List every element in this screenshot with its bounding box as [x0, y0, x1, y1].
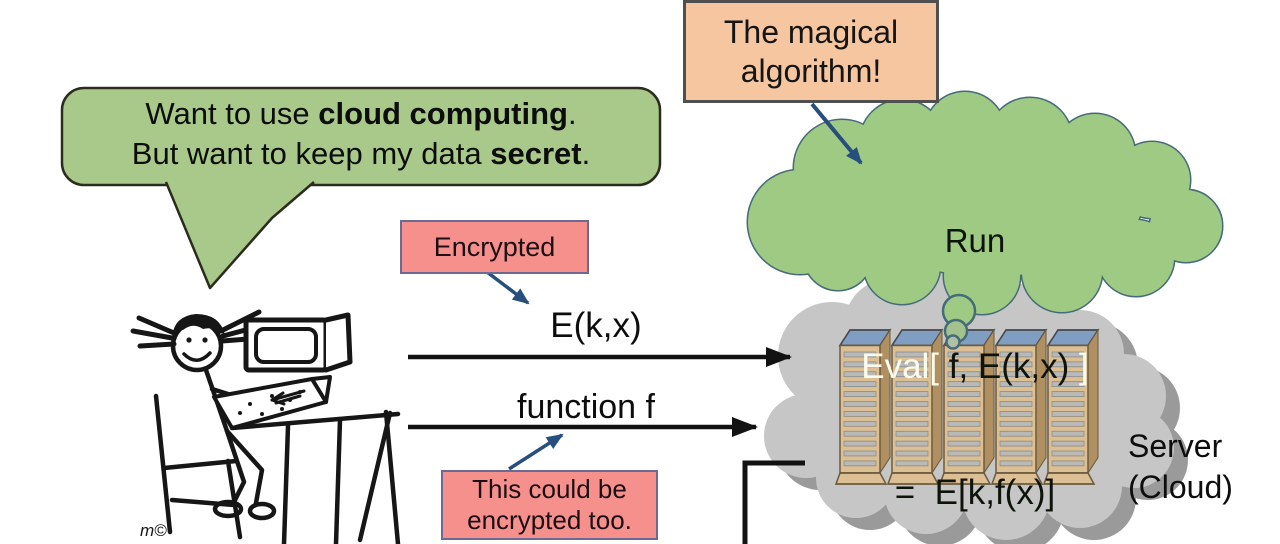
server-cloud-label: Server (Cloud): [1128, 426, 1233, 508]
magical-line-2: algorithm!: [740, 52, 882, 89]
arrow-could-callout: [508, 433, 564, 471]
encrypted-callout-label: Encrypted: [433, 231, 556, 262]
cloud-result-line: = E[k,f(x)]: [894, 473, 1056, 512]
encrypted-data-label: E(k,x): [550, 306, 642, 345]
arrow-encrypted-callout: [485, 270, 530, 305]
could-line-2: encrypted too.: [467, 505, 632, 535]
artist-signature: m©: [140, 521, 167, 540]
function-label: function f: [517, 388, 655, 426]
speech-bubble-text: Want to use cloud computing. But want to…: [62, 94, 660, 174]
magical-line-1: The magical: [723, 13, 899, 50]
flow-arrows: [408, 347, 805, 544]
return-path-line: [742, 460, 805, 544]
encrypted-callout: Encrypted: [400, 220, 589, 274]
annotation-arrows: [485, 102, 863, 471]
speech-line-1: Want to use cloud computing.: [145, 96, 577, 131]
server-label-line-2: (Cloud): [1128, 469, 1233, 505]
could-line-1: This could be: [472, 474, 627, 504]
thought-bubble-circles: [941, 293, 977, 350]
cloud-eval-line: Eval[ f, E(k,x) ]: [861, 347, 1089, 386]
arrow-magical-callout: [810, 102, 863, 165]
could-be-encrypted-callout: This could be encrypted too.: [441, 470, 658, 540]
server-label-line-1: Server: [1128, 428, 1223, 464]
cloud-run-line: Run: [944, 222, 1006, 259]
thought-cloud-text: Run Eval[ f, E(k,x) ] = E[k,f(x)]: [818, 136, 1132, 544]
speech-bubble-shape: [60, 86, 662, 290]
magical-algorithm-callout: The magical algorithm!: [683, 0, 939, 103]
user-at-computer-drawing: m©: [130, 309, 401, 544]
speech-line-2: But want to keep my data secret.: [131, 136, 591, 171]
